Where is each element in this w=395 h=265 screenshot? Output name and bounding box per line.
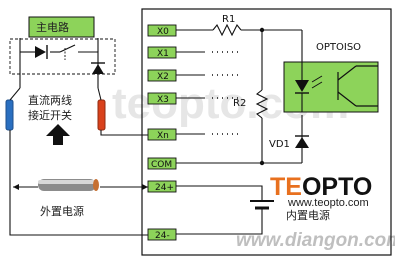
brand-url: www.teopto.com xyxy=(287,197,369,209)
phototransistor-icon xyxy=(337,65,378,107)
up-arrow-icon xyxy=(46,124,70,145)
external-supply-label: 外置电源 xyxy=(40,204,84,218)
brand-prefix: TE xyxy=(270,173,302,201)
resistor-r1-label: R1 xyxy=(222,14,235,25)
terminal-com: COM xyxy=(151,160,172,170)
brand-logo: TEOPTO xyxy=(270,173,372,201)
switch-contact-icon xyxy=(59,44,76,53)
main-loop xyxy=(19,38,99,88)
external-supply-icon xyxy=(38,179,99,191)
terminal-xn: Xn xyxy=(157,131,169,141)
watermark-site: www.diangon.com xyxy=(236,230,395,251)
plc-frame xyxy=(141,8,392,256)
proximity-left-terminal xyxy=(5,99,14,131)
resistor-r1-icon xyxy=(212,23,242,37)
terminal-x3: X3 xyxy=(157,95,169,105)
terminal-24plus: 24+ xyxy=(155,183,174,193)
wire-left-lead xyxy=(9,87,21,101)
terminal-x0: X0 xyxy=(157,27,169,37)
proximity-right-terminal xyxy=(97,99,106,131)
switch-label-line2: 接近开关 xyxy=(28,108,72,122)
switch-label-line1: 直流两线 xyxy=(28,93,72,107)
sensor-wires xyxy=(9,130,148,236)
brand-rest: OPTO xyxy=(302,173,372,201)
main-circuit-label: 主电路 xyxy=(36,21,69,34)
optoiso-label: OPTOISO xyxy=(316,42,361,53)
internal-supply-label: 内置电源 xyxy=(286,208,330,222)
input-wires xyxy=(176,29,213,135)
terminal-x1: X1 xyxy=(157,49,169,59)
diode-vertical-icon xyxy=(92,64,104,74)
resistor-r2-label: R2 xyxy=(233,98,246,109)
diode-vd1-icon xyxy=(295,137,309,148)
internal-supply-wires xyxy=(176,185,263,235)
resistor-r2-icon xyxy=(255,89,269,119)
terminal-x2: X2 xyxy=(157,72,169,82)
diode-icon xyxy=(35,46,46,58)
wire-right-lead xyxy=(97,87,102,101)
dashed-box xyxy=(9,38,116,75)
main-circuit-box xyxy=(28,16,95,38)
opto-led-icon xyxy=(295,62,323,112)
optoisolator-box xyxy=(283,61,379,113)
arrow-left-icon xyxy=(13,184,19,190)
diode-vd1-label: VD1 xyxy=(269,139,290,150)
arrow-right-icon xyxy=(142,184,148,190)
terminal-24minus: 24- xyxy=(155,231,170,241)
